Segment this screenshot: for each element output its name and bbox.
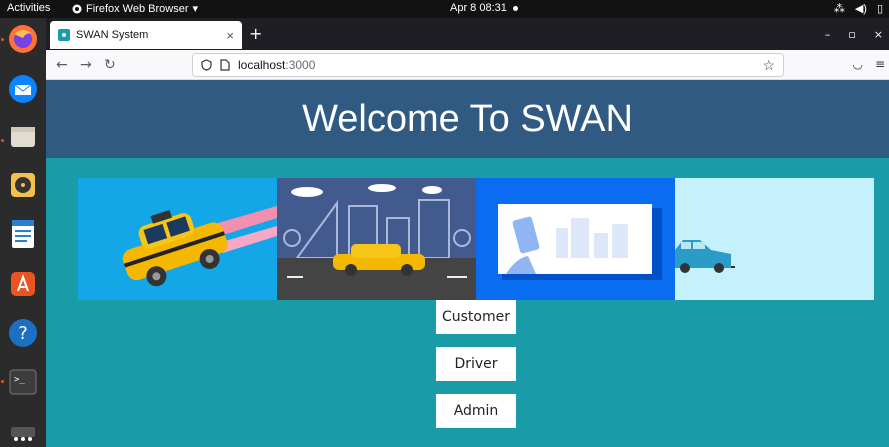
menu-icon[interactable]: ≡ [874, 57, 885, 71]
running-indicator [1, 139, 4, 142]
grid-icon [14, 437, 32, 441]
bookmark-star-icon[interactable]: ☆ [762, 56, 775, 73]
notification-dot-icon [512, 5, 518, 11]
dock-software[interactable] [5, 266, 41, 302]
tab-bar: SWAN System × + – ▫ × [46, 18, 889, 50]
svg-text:?: ? [18, 323, 28, 344]
clock-label: Apr 8 08:31 [450, 2, 507, 14]
pocket-icon[interactable]: ◡ [852, 57, 863, 71]
app-menu[interactable]: Firefox Web Browser ▾ [72, 2, 198, 15]
dock-thunderbird[interactable] [5, 71, 41, 107]
dock-terminal[interactable]: >_ [5, 364, 41, 400]
navigation-bar: ← → ↻ localhost:3000 ☆ ◡ ≡ [46, 50, 889, 80]
running-indicator [1, 380, 4, 383]
system-tray[interactable]: ⁂ ◀) ▯ [834, 2, 883, 15]
volume-icon: ◀) [854, 3, 867, 15]
dock-help[interactable]: ? [5, 315, 41, 351]
banner-blue-car [675, 178, 874, 300]
blue-car-image [675, 240, 735, 273]
url-host: localhost [238, 58, 286, 72]
admin-button[interactable]: Admin [436, 394, 516, 428]
driver-button[interactable]: Driver [436, 347, 516, 381]
dock-firefox[interactable] [5, 21, 41, 57]
dock: ? >_ [0, 18, 46, 447]
banner-images [78, 178, 874, 300]
rhythmbox-icon [11, 173, 35, 197]
tab-swan[interactable]: SWAN System × [50, 21, 242, 49]
banner-city-taxi [277, 178, 476, 300]
system-top-bar: Activities Firefox Web Browser ▾ Apr 8 0… [0, 0, 889, 18]
forward-arrow-icon[interactable]: → [80, 57, 92, 73]
maximize-icon[interactable]: ▫ [848, 28, 856, 41]
files-icon [11, 127, 35, 147]
banner-taxi-speed [78, 178, 277, 300]
svg-text:>_: >_ [14, 375, 25, 385]
battery-icon: ▯ [876, 3, 883, 15]
shield-icon [201, 59, 212, 71]
app-menu-label: Firefox Web Browser [86, 2, 189, 15]
show-apps-button[interactable] [5, 430, 41, 447]
url-port: :3000 [285, 58, 316, 72]
url-bar[interactable]: localhost:3000 ☆ [192, 53, 784, 77]
activities-button[interactable]: Activities [7, 2, 51, 14]
writer-icon [12, 220, 34, 248]
thunderbird-icon [9, 75, 37, 103]
tab-title: SWAN System [76, 29, 149, 41]
customer-button[interactable]: Customer [436, 300, 516, 334]
minimize-icon[interactable]: – [824, 28, 831, 41]
dock-drive[interactable] [5, 413, 41, 447]
dock-rhythmbox[interactable] [5, 167, 41, 203]
reload-icon[interactable]: ↻ [104, 57, 116, 73]
web-page: Welcome To SWAN [46, 80, 889, 447]
react-favicon-icon [58, 29, 70, 41]
back-arrow-icon[interactable]: ← [56, 57, 68, 73]
running-indicator [1, 38, 4, 41]
city-taxi-image [277, 184, 476, 300]
help-icon: ? [9, 319, 37, 347]
dock-writer[interactable] [5, 216, 41, 252]
disk-icon [11, 427, 35, 437]
terminal-icon: >_ [9, 369, 37, 395]
window-controls: – ▫ × [825, 28, 889, 41]
clock[interactable]: Apr 8 08:31 [450, 2, 518, 14]
page-header: Welcome To SWAN [46, 80, 889, 158]
network-icon: ⁂ [833, 3, 845, 15]
phone-app-image [498, 204, 662, 280]
new-tab-button[interactable]: + [249, 24, 263, 43]
close-icon[interactable]: × [226, 27, 234, 43]
speeding-taxi-image [122, 206, 277, 287]
page-icon [220, 59, 230, 71]
firefox-small-icon [72, 4, 82, 13]
firefox-icon [9, 25, 37, 53]
page-title: Welcome To SWAN [302, 97, 633, 140]
chevron-down-icon: ▾ [192, 3, 199, 15]
close-window-icon[interactable]: × [873, 28, 883, 41]
toolbar-right: ◡ ≡ [852, 57, 885, 71]
banner-phone-app [476, 178, 675, 300]
dock-files[interactable] [5, 119, 41, 155]
software-store-icon [11, 272, 35, 296]
